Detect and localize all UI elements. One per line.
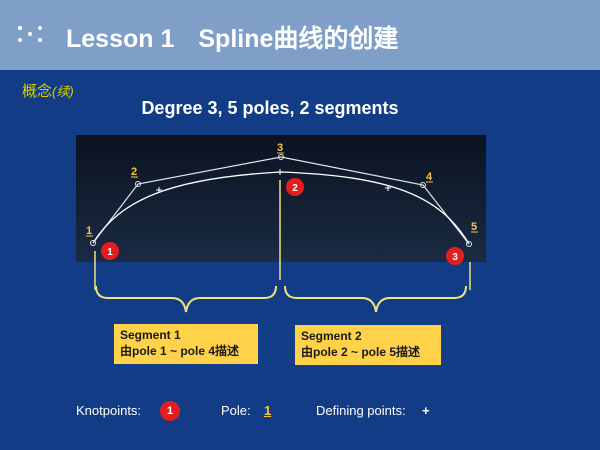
- lesson-topic: Spline曲线的创建: [198, 25, 399, 53]
- segment-1-desc: 由pole 1 ~ pole 4描述: [120, 344, 240, 358]
- pole-marker: [420, 182, 426, 188]
- pole-label: 3: [277, 142, 283, 154]
- segment-1-title: Segment 1: [120, 328, 181, 342]
- concept-note: (续): [52, 84, 74, 99]
- segment-1-brace: [95, 285, 277, 313]
- knot-label: 2: [292, 183, 298, 194]
- pole-label: 2: [131, 166, 137, 178]
- knot-label: 1: [107, 247, 113, 258]
- defining-point: [156, 187, 162, 193]
- concept-heading: 概念(续): [22, 80, 74, 101]
- segment-2-desc: 由pole 2 ~ pole 5描述: [301, 345, 421, 359]
- legend-pole-label: Pole:: [221, 403, 251, 418]
- lesson-number: Lesson 1: [66, 25, 175, 53]
- legend-defining-symbol: +: [422, 403, 430, 418]
- segment-2-box: Segment 2 由pole 2 ~ pole 5描述: [295, 325, 441, 365]
- diagram-subtitle: Degree 3, 5 poles, 2 segments: [141, 98, 399, 118]
- pole-label: 1: [86, 225, 92, 237]
- legend-defining-label: Defining points:: [316, 403, 406, 418]
- pole-label: 5: [471, 221, 477, 233]
- defining-point: [277, 169, 283, 175]
- defining-point: [385, 185, 391, 191]
- segment-1-box: Segment 1 由pole 1 ~ pole 4描述: [114, 324, 258, 364]
- knot-label: 3: [452, 252, 458, 263]
- knot-marker: [286, 178, 304, 196]
- segment-2-brace: [284, 285, 467, 313]
- pole-marker: [466, 241, 472, 247]
- pole-markers: [90, 154, 472, 247]
- segment-2-title: Segment 2: [301, 329, 362, 343]
- title-bar: Lesson 1 Spline曲线的创建: [0, 0, 600, 70]
- legend-knot-sample: 1: [160, 401, 180, 421]
- knot-marker: [446, 247, 464, 265]
- pole-marker: [278, 154, 284, 160]
- knot-marker: [101, 242, 119, 260]
- control-polygon: [92, 156, 470, 245]
- slide-title: Lesson 1 Spline曲线的创建: [66, 19, 398, 55]
- legend-pole-sample: 1: [264, 403, 272, 418]
- knot-markers: [101, 178, 464, 265]
- pole-marker: [90, 240, 96, 246]
- pole-label: 4: [426, 171, 433, 183]
- bullet-dots-icon: [18, 26, 48, 46]
- defining-points: [156, 169, 391, 193]
- pole-marker: [135, 181, 141, 187]
- concept-label: 概念: [22, 83, 53, 100]
- legend-knot-label: Knotpoints:: [76, 403, 142, 418]
